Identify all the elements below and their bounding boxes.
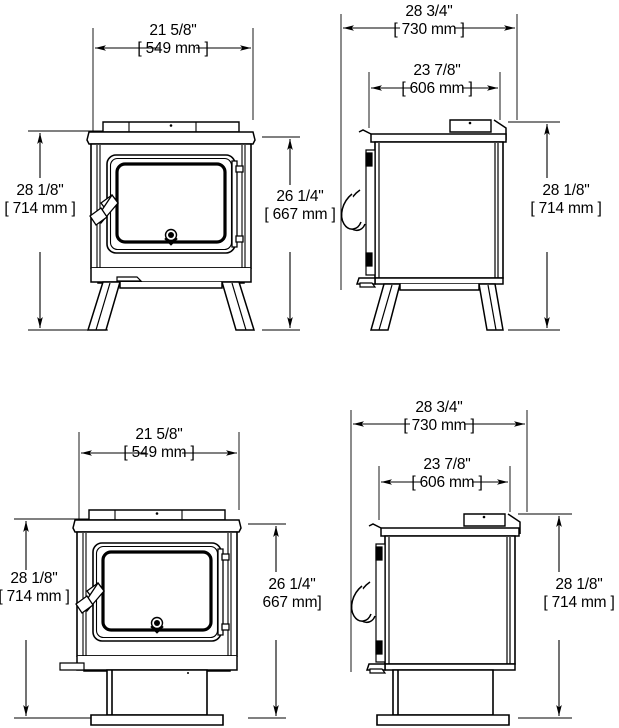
dim-mm: [ 714 mm ]	[0, 588, 70, 606]
dim-mm: [ 667 mm ]	[264, 206, 336, 224]
dim-label-front-pedestal-height: 28 1/8" [ 714 mm ]	[0, 570, 77, 607]
dim-mm: [ 714 mm ]	[530, 200, 602, 218]
dim-inches: 28 1/8"	[16, 182, 64, 199]
dim-inches: 28 1/8"	[542, 182, 590, 199]
dim-inches: 23 7/8"	[413, 62, 461, 79]
dim-label-side-leg-depth-overall: 28 3/4" [ 730 mm ]	[376, 3, 482, 40]
dim-mm: [ 606 mm ]	[401, 80, 473, 98]
dim-label-front-leg-width: 21 5/8" [ 549 mm ]	[120, 22, 226, 59]
dim-mm: [ 549 mm ]	[137, 40, 209, 58]
dim-inches: 21 5/8"	[135, 426, 183, 443]
dim-mm: [ 714 mm ]	[543, 594, 615, 612]
view-front-leg	[28, 28, 300, 331]
dim-mm: [ 549 mm ]	[123, 444, 195, 462]
dim-mm: [ 730 mm ]	[393, 21, 465, 39]
dim-inches: 28 1/8"	[10, 570, 58, 587]
dim-inches: 26 1/4"	[276, 188, 324, 205]
dim-mm: [ 606 mm ]	[411, 474, 483, 492]
dim-inches: 28 3/4"	[405, 3, 453, 20]
dim-inches: 28 3/4"	[415, 399, 463, 416]
dim-label-front-leg-height-right: 26 1/4" [ 667 mm ]	[258, 188, 342, 225]
dim-inches: 28 1/8"	[555, 576, 603, 593]
dim-mm: 667 mm]	[262, 594, 322, 612]
dim-mm: [ 714 mm ]	[4, 200, 76, 218]
view-side-leg	[340, 14, 560, 331]
dim-label-side-pedestal-height: 28 1/8" [ 714 mm ]	[529, 576, 619, 613]
dim-label-front-leg-height: 28 1/8" [ 714 mm ]	[0, 182, 83, 219]
view-side-pedestal	[350, 410, 572, 726]
dim-label-front-pedestal-width: 21 5/8" [ 549 mm ]	[106, 426, 212, 463]
view-front-pedestal	[14, 432, 286, 726]
dim-label-side-pedestal-depth-body: 23 7/8" [ 606 mm ]	[394, 456, 500, 493]
dim-label-side-pedestal-depth-overall: 28 3/4" [ 730 mm ]	[386, 399, 492, 436]
dim-label-side-leg-height: 28 1/8" [ 714 mm ]	[516, 182, 616, 219]
dim-label-front-pedestal-height-right: 26 1/4" 667 mm]	[248, 576, 336, 613]
dim-inches: 26 1/4"	[268, 576, 316, 593]
dim-inches: 23 7/8"	[423, 456, 471, 473]
dim-mm: [ 730 mm ]	[403, 417, 475, 435]
dim-inches: 21 5/8"	[149, 22, 197, 39]
dim-label-side-leg-depth-body: 23 7/8" [ 606 mm ]	[384, 62, 490, 99]
